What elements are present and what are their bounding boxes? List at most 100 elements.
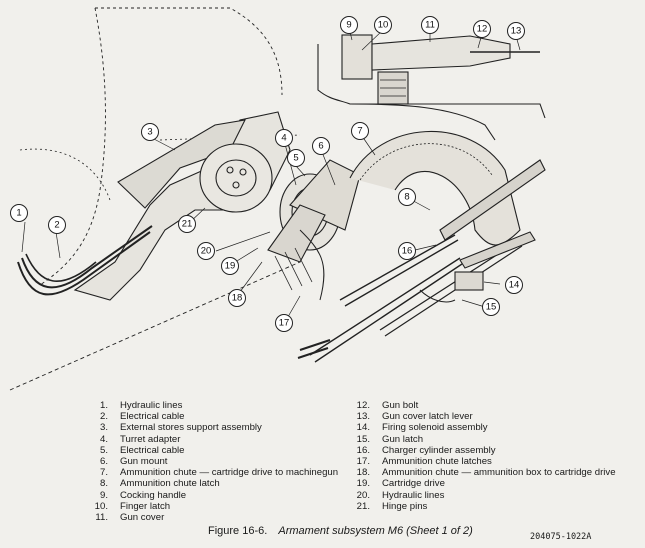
- legend-item: 9. Cocking handle: [86, 490, 342, 501]
- legend-text: Ammunition chute — cartridge drive to ma…: [120, 467, 339, 479]
- legend-number: 14.: [356, 422, 370, 434]
- callout-13: 13: [507, 22, 525, 40]
- svg-text:18: 18: [232, 293, 243, 304]
- legend-number: 12.: [356, 400, 370, 411]
- svg-text:3: 3: [147, 127, 152, 138]
- legend-text: Gun mount: [120, 456, 168, 468]
- legend-item: 19. Cartridge drive: [348, 478, 638, 489]
- callout-1: 1: [10, 204, 28, 222]
- legend-text: Hydraulic lines: [382, 489, 445, 501]
- svg-text:5: 5: [293, 153, 298, 164]
- svg-text:4: 4: [281, 133, 286, 144]
- legend-item: 8. Ammunition chute latch: [86, 478, 342, 489]
- svg-text:17: 17: [279, 318, 290, 329]
- legend-item: 3.External stores support assembly: [86, 422, 342, 433]
- svg-text:20: 20: [201, 246, 212, 257]
- legend-item: 16. Charger cylinder assembly: [348, 445, 638, 456]
- callout-21: 21: [178, 215, 196, 233]
- legend-text: Firing solenoid assembly: [382, 422, 488, 434]
- legend-text: Ammunition chute latches: [382, 456, 492, 468]
- figure-number: Figure 16-6.: [208, 525, 268, 537]
- legend-text: Hydraulic lines: [120, 400, 183, 411]
- legend-number: 21.: [356, 500, 370, 512]
- legend-number: 5.: [99, 444, 108, 456]
- legend-item: 6. Gun mount: [86, 456, 342, 467]
- callout-15: 15: [482, 298, 500, 316]
- svg-text:8: 8: [404, 192, 409, 203]
- svg-text:7: 7: [357, 126, 362, 137]
- legend-text: Gun cover: [120, 512, 165, 524]
- callout-11: 11: [421, 16, 439, 34]
- legend-item: 2. Electrical cable: [86, 411, 342, 422]
- legend-item: 5. Electrical cable: [86, 445, 342, 456]
- callout-20: 20: [197, 242, 215, 260]
- legend-number: 19.: [356, 478, 370, 490]
- legend-text: Hinge pins: [382, 500, 428, 512]
- figure-title: Armament subsystem M6 (Sheet 1 of 2): [278, 525, 473, 537]
- callout-2: 2: [48, 216, 66, 234]
- legend-number: 17.: [356, 456, 370, 468]
- legend-number: 20.: [356, 489, 370, 501]
- callout-19: 19: [221, 257, 239, 275]
- svg-text:11: 11: [425, 20, 435, 31]
- legend-text: Ammunition chute — ammunition box to car…: [382, 467, 616, 479]
- legend-item: 17. Ammunition chute latches: [348, 456, 638, 467]
- legend-text: Ammunition chute latch: [120, 478, 220, 490]
- svg-text:19: 19: [225, 261, 236, 272]
- callout-14: 14: [505, 276, 523, 294]
- legend-text: Cocking handle: [120, 489, 187, 501]
- svg-text:10: 10: [378, 20, 389, 31]
- callout-3: 3: [141, 123, 159, 141]
- legend-item: 21. Hinge pins: [348, 501, 638, 512]
- callout-8: 8: [398, 188, 416, 206]
- callout-5: 5: [287, 149, 305, 167]
- callout-9: 9: [340, 16, 358, 34]
- legend-text: Electrical cable: [120, 411, 185, 423]
- svg-text:2: 2: [54, 220, 59, 231]
- legend-number: 8.: [99, 478, 108, 490]
- legend-text: Turret adapter: [120, 433, 181, 445]
- callout-18: 18: [228, 289, 246, 307]
- legend-item: 10.Finger latch: [86, 501, 342, 512]
- legend-item: 18. Ammunition chute — ammunition box to …: [348, 467, 638, 478]
- legend-item: 11. Gun cover: [86, 512, 342, 523]
- legend-text: Cartridge drive: [382, 478, 445, 490]
- callout-6: 6: [312, 137, 330, 155]
- legend-number: 10.: [94, 500, 108, 512]
- callout-10: 10: [374, 16, 392, 34]
- legend-text: External stores support assembly: [120, 422, 262, 434]
- callout-4: 4: [275, 129, 293, 147]
- legend-number: 18.: [356, 467, 370, 479]
- callout-7: 7: [351, 122, 369, 140]
- legend-number: 15.: [356, 433, 370, 445]
- legend-text: Charger cylinder assembly: [382, 444, 496, 456]
- legend-item: 4. Turret adapter: [86, 434, 342, 445]
- svg-text:15: 15: [486, 302, 497, 313]
- legend-right: 12. Gun bolt 13.Gun cover latch lever 14.…: [348, 400, 638, 512]
- legend-number: 4.: [99, 433, 108, 445]
- drawing-code: 204075-1022A: [530, 532, 592, 542]
- legend-item: 1. Hydraulic lines: [86, 400, 342, 411]
- legend-number: 9.: [99, 489, 108, 501]
- svg-text:9: 9: [346, 20, 351, 31]
- figure-caption: Figure 16-6. Armament subsystem M6 (Shee…: [208, 525, 473, 537]
- legend-number: 13.: [356, 411, 370, 423]
- legend-number: 6.: [99, 456, 108, 468]
- legend-left: 1. Hydraulic lines 2. Electrical cable 3.E…: [86, 400, 342, 523]
- callout-group: 1 2 3 4 5 6 7 8 9 10 11 12 13 14 15 16 1…: [10, 16, 525, 332]
- legend-item: 13.Gun cover latch lever: [348, 411, 638, 422]
- callout-17: 17: [275, 314, 293, 332]
- legend-number: 2.: [99, 411, 108, 423]
- legend-item: 20. Hydraulic lines: [348, 490, 638, 501]
- legend-item: 14. Firing solenoid assembly: [348, 422, 638, 433]
- legend-text: Electrical cable: [120, 444, 185, 456]
- svg-text:1: 1: [16, 208, 21, 219]
- callout-12: 12: [473, 20, 491, 38]
- legend-number: 16.: [356, 444, 370, 456]
- legend-item: 7.Ammunition chute — cartridge drive to …: [86, 467, 342, 478]
- legend-number: 1.: [99, 400, 108, 411]
- svg-text:21: 21: [182, 219, 193, 230]
- legend-number: 11.: [95, 512, 108, 524]
- legend-text: Gun bolt: [382, 400, 419, 411]
